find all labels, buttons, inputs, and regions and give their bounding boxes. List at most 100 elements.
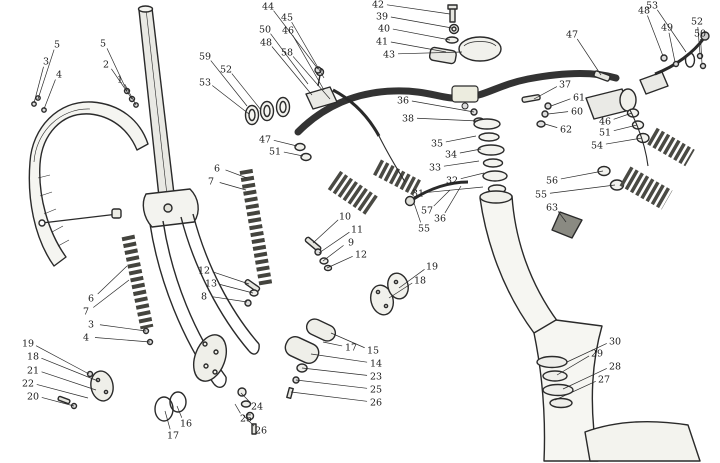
leader-line-16 [176,405,183,418]
leader-line-33 [443,160,480,167]
callout-35: 35 [431,139,443,150]
callout-54: 54 [591,141,603,152]
callout-43: 43 [383,50,395,61]
callout-20: 20 [27,392,39,403]
callout-25: 25 [240,414,252,425]
right-controls [521,31,710,239]
leader-line-4 [94,337,151,343]
callout-37: 37 [559,80,571,91]
leader-line-9 [322,245,344,262]
leader-line-27 [554,381,596,401]
callout-53: 53 [199,78,211,89]
callout-52: 52 [691,17,703,28]
callout-10: 10 [339,212,351,223]
leader-line-15 [330,332,365,349]
leader-line-37 [533,86,558,100]
leader-line-29 [556,355,590,376]
leader-line-30 [566,343,607,363]
leader-line-36 [411,100,475,113]
callout-13: 13 [205,279,217,290]
leader-line-49 [668,32,676,63]
leader-line-35 [445,135,477,143]
leader-line-61 [550,98,571,107]
callout-46: 46 [282,26,294,37]
callout-33: 33 [429,163,441,174]
leader-line-34 [459,148,482,154]
leader-line-54 [605,137,643,145]
leader-line-40 [392,28,451,41]
callout-17: 17 [345,343,357,354]
callout-36: 36 [397,96,409,107]
callout-29: 29 [591,349,603,360]
leader-line-31 [426,186,484,193]
callout-2: 2 [103,60,109,71]
leader-line-48 [271,46,313,96]
callout-3: 3 [88,320,94,331]
leader-line-52 [231,73,262,111]
callout-45: 45 [281,13,293,24]
callout-8: 8 [201,292,207,303]
callout-16: 16 [180,419,192,430]
leader-line-21 [41,371,97,391]
callout-57: 57 [421,206,433,217]
callout-62: 62 [560,125,572,136]
leader-line-5 [106,48,128,92]
leader-line-7 [219,182,247,191]
callout-15: 15 [367,346,379,357]
callout-40: 40 [378,24,390,35]
callout-1: 1 [117,75,123,86]
callout-21: 21 [27,366,39,377]
callout-47: 47 [259,135,271,146]
callout-30: 30 [609,337,621,348]
callout-28: 28 [609,362,621,373]
callout-11: 11 [351,225,363,236]
control-cables [378,109,649,183]
callout-51: 51 [599,128,611,139]
centre-lever [404,180,469,207]
callout-4: 4 [56,70,62,81]
leader-line-42 [386,4,451,15]
callout-6: 6 [88,294,94,305]
leader-line-19 [398,269,425,289]
handlebar-grips [327,127,695,216]
callout-14: 14 [370,359,382,370]
left-lever-assembly [244,67,381,162]
leader-line-51 [283,151,304,157]
leader-line-3 [33,66,44,104]
callout-47: 47 [566,30,578,41]
leader-line-19 [35,345,90,375]
leader-line-6 [225,169,248,179]
leader-line-50 [700,38,703,65]
handlebar [294,70,620,136]
callout-49: 49 [661,23,673,34]
leader-line-32 [460,172,485,180]
leader-line-53 [656,9,687,53]
leader-line-18 [388,282,413,299]
leader-line-23 [301,367,368,376]
leader-line-36 [444,185,462,214]
leader-line-56 [560,170,604,180]
callout-19: 19 [426,262,438,273]
callout-56: 56 [546,176,558,187]
leader-line-53 [212,85,250,115]
callout-3: 3 [43,57,49,68]
leader-line-17 [164,410,171,430]
leader-line-12 [326,255,353,269]
callout-7: 7 [208,177,214,188]
fork-assembly [123,5,260,388]
callout-7: 7 [83,307,89,318]
leader-line-38 [416,117,479,122]
callout-18: 18 [27,352,39,363]
leader-line-45 [291,21,325,79]
leader-line-17 [322,341,343,347]
leader-line-3 [99,324,147,332]
leader-line-14 [310,353,368,363]
callout-19: 19 [22,339,34,350]
leader-line-2 [111,68,133,100]
callout-63: 63 [546,203,558,214]
frame-head [533,319,701,462]
leader-line-50 [270,33,309,85]
callout-44: 44 [262,2,274,13]
